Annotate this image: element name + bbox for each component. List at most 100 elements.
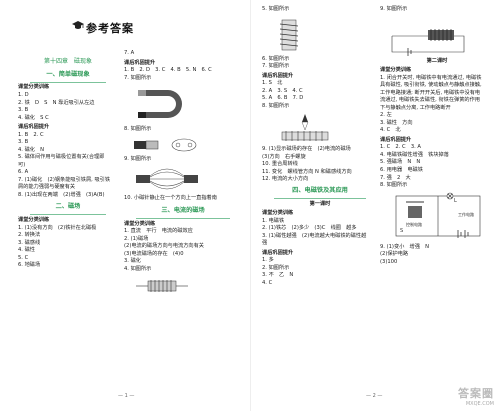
coil-figure — [279, 19, 299, 50]
answer-line: 2. 转换法 — [18, 232, 41, 239]
answer-line: 2. 如图所示 — [262, 264, 290, 271]
answer-line: 3. (1)磁性越强 (2)电流越大电磁铁的磁性越 — [262, 232, 367, 239]
electromagnet-circuit-figure — [391, 28, 465, 56]
answer-line: 课后巩固提升 — [124, 59, 156, 66]
answer-line: 课堂分类训练 — [124, 220, 156, 227]
answer-line: 9. 如图所示 — [124, 155, 152, 162]
answer-line: 屑的能力强弱与硬度有关 — [18, 184, 76, 191]
page-title: 参考答案 — [86, 22, 134, 35]
answer-line: 1. 电磁铁 — [262, 217, 285, 224]
answer-line: 7. 如图所示 — [124, 74, 152, 81]
column-3: 5. 如图所示 6. 如图所示 7. 如图所示 课后巩固提升 1. S 北 2.… — [262, 6, 378, 288]
answer-line: 5. 强磁场 N N — [380, 159, 421, 166]
answer-line: 7. (1)磁化 (2)钢条能吸引铁屑, 吸引铁 — [18, 176, 111, 183]
answer-line: 6. A — [18, 169, 29, 176]
section-title: 三、电流的磁场 — [161, 206, 205, 214]
answer-line: 9. (1)变小 增强 N — [380, 243, 429, 250]
section-title: 二、磁场 — [55, 203, 81, 211]
answer-list: 课堂分类训练 1. (1)没有方向 (2)铁针在北磁极 2. 转换法 3. 磁感… — [18, 217, 118, 270]
field-lines-figure — [136, 168, 198, 190]
lamp-label: L — [454, 198, 457, 204]
answer-list: 课堂分类训练 1. D 2. 铁 D S N 靠近吸引从左边 3. B 4. 磁… — [18, 84, 118, 199]
answer-line: 1. D — [18, 92, 29, 98]
switch-label: S — [400, 228, 403, 234]
answer-line: 可) — [18, 161, 26, 168]
watermark: 答案圈 MXQE.COM — [458, 385, 494, 407]
answer-line: 12. 电流的大小方向 — [262, 176, 309, 183]
watermark-brand: 答案圈 — [458, 387, 494, 400]
subsection-title: 第一课时 — [309, 200, 331, 207]
answer-line: 1. S 北 — [262, 80, 283, 87]
horseshoe-magnet-figure — [138, 90, 182, 119]
answer-line: 5. 磁体间作用与磁极位置有关(合理即 — [18, 154, 105, 161]
answer-line: (3)方向 右手螺旋 — [262, 153, 306, 160]
answer-line: 3. 不 乙 N — [262, 272, 294, 279]
answer-line: 4. 磁化 N — [18, 146, 45, 153]
answer-line: (3)100 — [380, 258, 398, 265]
column-2: 7. A 课后巩固提升 1. B 2. D 3. C 4. B 5. N 6. … — [124, 50, 242, 299]
answer-line: 5. 如图所示 — [262, 6, 290, 12]
answer-line: 9. (1)显示磁场的存在 (2)电流的磁场 — [262, 146, 351, 153]
answer-line: 课后巩固提升 — [380, 136, 412, 143]
answer-line: 4. 磁性 — [18, 247, 35, 254]
section-title: 四、电磁铁及其应用 — [292, 186, 348, 194]
subsection-title: 第二课时 — [426, 57, 448, 64]
relay-circuit-figure: L S 工作电路 控制电路 — [395, 192, 481, 238]
answer-line: 8. 如图所示 — [262, 102, 290, 109]
answer-line: 1. C 2. C 3. A — [380, 144, 421, 151]
answer-line: 3. B — [18, 139, 29, 146]
answer-line: 7. A — [124, 50, 135, 56]
answer-line: 4. C 北 — [380, 127, 401, 134]
section-divider — [30, 81, 106, 83]
answer-line: 课堂分类训练 — [18, 217, 50, 224]
answer-line: 课堂分类训练 — [262, 210, 294, 217]
answer-line: 课堂分类训练 — [380, 67, 412, 74]
page-number-left: — 1 — — [118, 393, 135, 399]
column-4: 9. 如图所示 第二课时 课堂分类训练 1. 闭合开关时, 电磁铁中有电流通过,… — [380, 6, 494, 266]
answer-line: 2. A 3. S 4. C — [262, 87, 303, 94]
answer-line: 8. 如图所示 — [380, 182, 408, 189]
answer-line: 10. 重合周转线 — [262, 161, 298, 168]
answer-line: 2. (1)磁场 — [124, 235, 149, 242]
work-circuit-label: 工作电路 — [458, 211, 474, 217]
answer-line: 6. 如图所示 — [262, 55, 290, 62]
graduation-cap-icon — [72, 21, 84, 29]
answer-line: 课后巩固提升 — [262, 249, 294, 256]
answer-line: 8. (1)出现在两端 (2)增强 (3)A(B) — [18, 191, 105, 198]
answer-line: 10. 小磁针静止在一个方向上一直指着南 — [124, 195, 217, 202]
answer-line: 下与静触点分离, 工作电路断开 — [380, 104, 451, 111]
answer-line: 课堂分类训练 — [18, 84, 50, 91]
answer-line: 3. 磁感线 — [18, 239, 41, 246]
control-circuit-label: 控制电路 — [406, 221, 422, 227]
page-number-right: — 2 — — [366, 393, 383, 399]
answer-line: 11. 变化 螺线管方向 N 和磁感线方向 — [262, 168, 352, 175]
section-divider — [30, 214, 106, 216]
compass-solenoid-figure — [281, 114, 329, 142]
answer-line: 9. 如图所示 — [380, 6, 408, 12]
answer-line: 具有磁性, 吸引衔铁, 使动触点与静触点接触, — [380, 82, 482, 89]
answer-line: 1. 直流 平行 电流的磁效应 — [124, 228, 193, 235]
answer-line: 1. 多 — [262, 257, 274, 264]
solenoid-figure — [136, 280, 188, 293]
chapter-title: 第十四章 磁现象 — [43, 58, 92, 65]
answer-line: 2. 左 — [380, 112, 392, 119]
section-divider — [136, 217, 230, 219]
answer-line: 7. 如图所示 — [262, 63, 290, 70]
answer-line: 1. B 2. D 3. C 4. B 5. N 6. C — [124, 67, 212, 74]
answer-line: 5. A 6. B 7. D — [262, 95, 304, 102]
answer-line: 6. 地磁场 — [18, 262, 41, 269]
answer-line: (3)电流磁场的存在 (4)0 — [124, 250, 184, 257]
answer-line: (2)保护电路 — [380, 251, 409, 258]
answer-line: 4. 电磁铁磁性增强 铁块掉落 — [380, 151, 449, 158]
watermark-url: MXQE.COM — [465, 401, 494, 407]
answer-line: 3. B — [18, 107, 29, 114]
section-title: 一、简单磁现象 — [46, 70, 90, 78]
answer-line: 1. (1)没有方向 (2)铁针在北磁极 — [18, 224, 97, 231]
answer-line: 5. C — [18, 254, 29, 261]
section-divider — [274, 197, 366, 199]
answer-line: 2. (1)铁芯 (2)多少 (3)C 线圈 越多 — [262, 225, 357, 232]
bar-magnet-figure — [134, 138, 197, 151]
answer-line: 流通过, 电磁铁失去磁性, 衔铁在弹簧的作用 — [380, 97, 480, 104]
answer-line: 强 — [262, 240, 268, 247]
answer-line: 1. B 2. C — [18, 131, 44, 138]
